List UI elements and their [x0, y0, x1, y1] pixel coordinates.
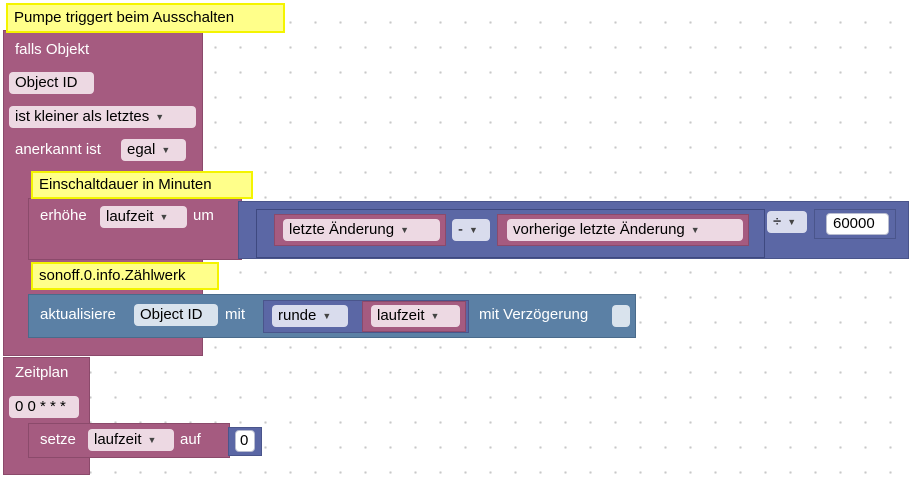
delay-checkbox[interactable] — [612, 305, 630, 327]
last-change-label: letzte Änderung — [289, 221, 395, 238]
condition-dropdown-label: ist kleiner als letztes — [15, 108, 150, 125]
previous-change-label: vorherige letzte Änderung — [513, 221, 685, 238]
chevron-down-icon: ▼ — [469, 225, 478, 236]
set-variable-dropdown[interactable]: laufzeit ▼ — [88, 429, 174, 451]
subtract-operator-label: - — [458, 221, 463, 238]
set-variable-label: laufzeit — [94, 431, 142, 448]
round-variable-dropdown[interactable]: laufzeit ▼ — [371, 305, 460, 327]
round-mode-dropdown[interactable]: runde ▼ — [272, 305, 348, 327]
delay-label: mit Verzögerung — [479, 306, 589, 323]
ack-dropdown-label: egal — [127, 141, 156, 158]
object-id-field[interactable]: Object ID — [9, 72, 94, 94]
schedule-title: Zeitplan — [15, 364, 69, 381]
chevron-down-icon: ▼ — [147, 435, 157, 446]
divide-operator-dropdown[interactable]: ÷▼ — [767, 211, 807, 233]
on-change-title: falls Objekt — [15, 41, 90, 58]
event-comment[interactable]: Pumpe triggert beim Ausschalten — [6, 3, 285, 33]
chevron-down-icon: ▼ — [159, 212, 169, 223]
set-to-label: auf — [180, 431, 201, 448]
increment-variable-dropdown[interactable]: laufzeit ▼ — [100, 206, 187, 228]
divisor-input[interactable]: 60000 — [826, 213, 889, 235]
chevron-down-icon: ▼ — [155, 112, 165, 123]
round-variable-label: laufzeit — [377, 307, 425, 324]
set-label: setze — [40, 431, 76, 448]
previous-change-dropdown[interactable]: vorherige letzte Änderung ▼ — [507, 219, 743, 241]
round-mode-label: runde — [278, 307, 317, 324]
increment-label: erhöhe — [40, 207, 87, 224]
subtract-operator-dropdown[interactable]: -▼ — [452, 219, 490, 241]
update-comment[interactable]: sonoff.0.info.Zählwerk — [31, 262, 219, 290]
set-value-input[interactable]: 0 — [235, 430, 255, 452]
condition-dropdown[interactable]: ist kleiner als letztes ▼ — [9, 106, 196, 128]
increment-by-label: um — [193, 207, 214, 224]
update-with-label: mit — [225, 306, 245, 323]
last-change-dropdown[interactable]: letzte Änderung ▼ — [283, 219, 440, 241]
increment-comment[interactable]: Einschaltdauer in Minuten — [31, 171, 253, 199]
chevron-down-icon: ▼ — [161, 145, 171, 156]
ack-dropdown[interactable]: egal ▼ — [121, 139, 186, 161]
ack-label: anerkannt ist — [15, 141, 101, 158]
chevron-down-icon: ▼ — [690, 225, 700, 236]
update-label: aktualisiere — [40, 306, 116, 323]
cron-field[interactable]: 0 0 * * * — [9, 396, 79, 418]
divide-operator-label: ÷ — [773, 213, 782, 230]
chevron-down-icon: ▼ — [322, 311, 332, 322]
increment-variable-label: laufzeit — [106, 208, 154, 225]
chevron-down-icon: ▼ — [400, 225, 409, 236]
update-object-id-field[interactable]: Object ID — [134, 304, 218, 326]
chevron-down-icon: ▼ — [787, 217, 797, 228]
chevron-down-icon: ▼ — [430, 311, 440, 322]
